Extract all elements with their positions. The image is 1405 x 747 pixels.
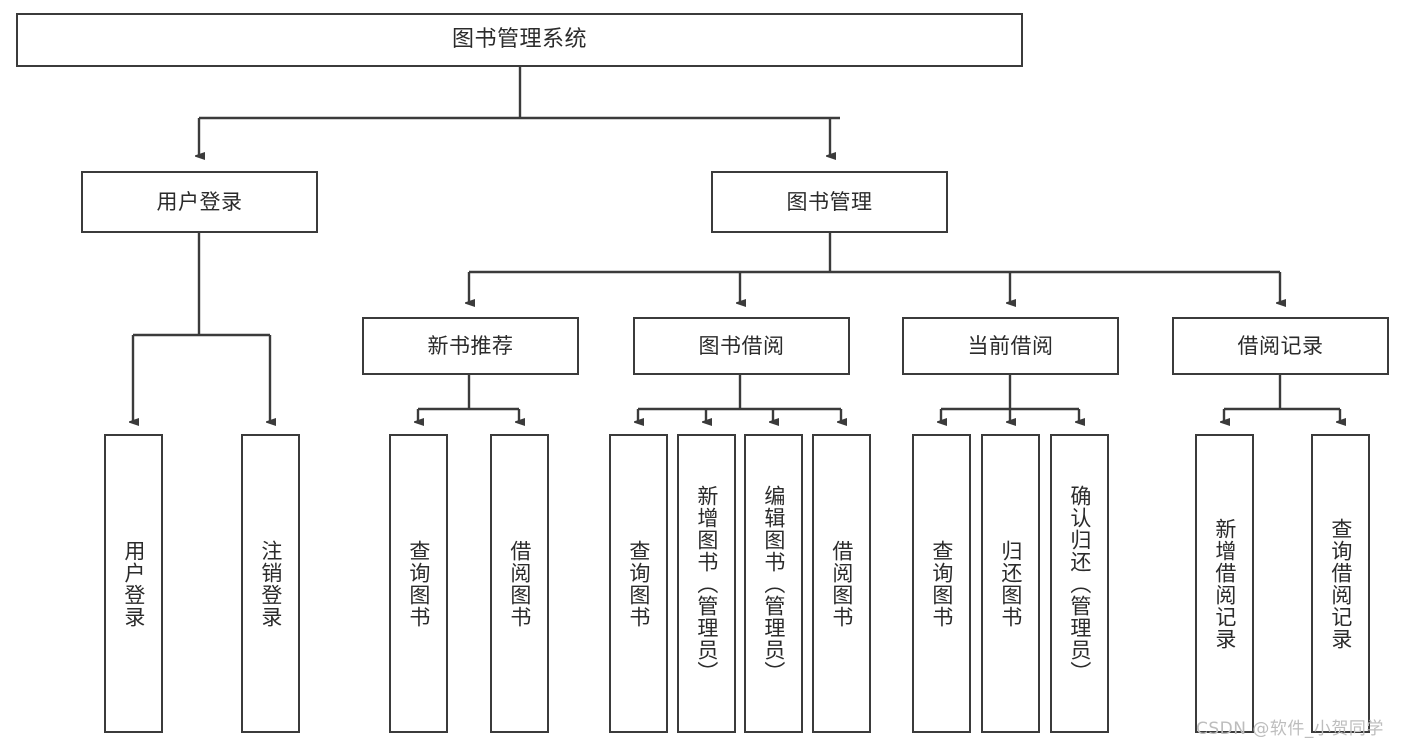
leaf-query-book-borrow[interactable]: 查询图书 [609,434,668,733]
node-label: 新书推荐 [427,333,514,358]
leaf-query-book-new[interactable]: 查询图书 [389,434,448,733]
leaf-query-borrow-record[interactable]: 查询借阅记录 [1311,434,1370,733]
leaf-confirm-return-admin[interactable]: 确认归还（管理员） [1050,434,1109,733]
leaf-query-book-current[interactable]: 查询图书 [912,434,971,733]
node-borrow-record[interactable]: 借阅记录 [1172,317,1389,375]
node-label: 查询借阅记录 [1328,517,1353,650]
node-label: 图书借阅 [698,333,785,358]
node-label: 用户登录 [121,539,146,628]
node-label: 借阅记录 [1237,333,1324,358]
node-label: 当前借阅 [967,333,1054,358]
node-current-borrow[interactable]: 当前借阅 [902,317,1119,375]
leaf-user-login[interactable]: 用户登录 [104,434,163,733]
node-label: 确认归还（管理员） [1067,484,1092,683]
watermark-text: CSDN @软件_小贺同学 [1196,719,1384,739]
node-label: 新增借阅记录 [1212,517,1237,650]
node-user-login[interactable]: 用户登录 [81,171,318,233]
leaf-return-book[interactable]: 归还图书 [981,434,1040,733]
node-label: 查询图书 [406,539,431,628]
leaf-borrow-book[interactable]: 借阅图书 [812,434,871,733]
leaf-logout[interactable]: 注销登录 [241,434,300,733]
node-label: 用户登录 [156,189,243,214]
node-label: 新增图书（管理员） [694,484,719,683]
leaf-add-book-admin[interactable]: 新增图书（管理员） [677,434,736,733]
node-label: 编辑图书（管理员） [761,484,786,683]
node-root-system[interactable]: 图书管理系统 [16,13,1023,67]
node-label: 归还图书 [998,539,1023,628]
node-book-borrow[interactable]: 图书借阅 [633,317,850,375]
leaf-add-borrow-record[interactable]: 新增借阅记录 [1195,434,1254,733]
node-label: 查询图书 [929,539,954,628]
leaf-edit-book-admin[interactable]: 编辑图书（管理员） [744,434,803,733]
node-label: 图书管理 [786,189,873,214]
node-new-book-recommend[interactable]: 新书推荐 [362,317,579,375]
node-label: 查询图书 [626,539,651,628]
node-label: 图书管理系统 [451,27,587,53]
node-label: 借阅图书 [507,539,532,628]
leaf-borrow-book-new[interactable]: 借阅图书 [490,434,549,733]
node-book-management[interactable]: 图书管理 [711,171,948,233]
node-label: 借阅图书 [829,539,854,628]
node-label: 注销登录 [258,539,283,628]
